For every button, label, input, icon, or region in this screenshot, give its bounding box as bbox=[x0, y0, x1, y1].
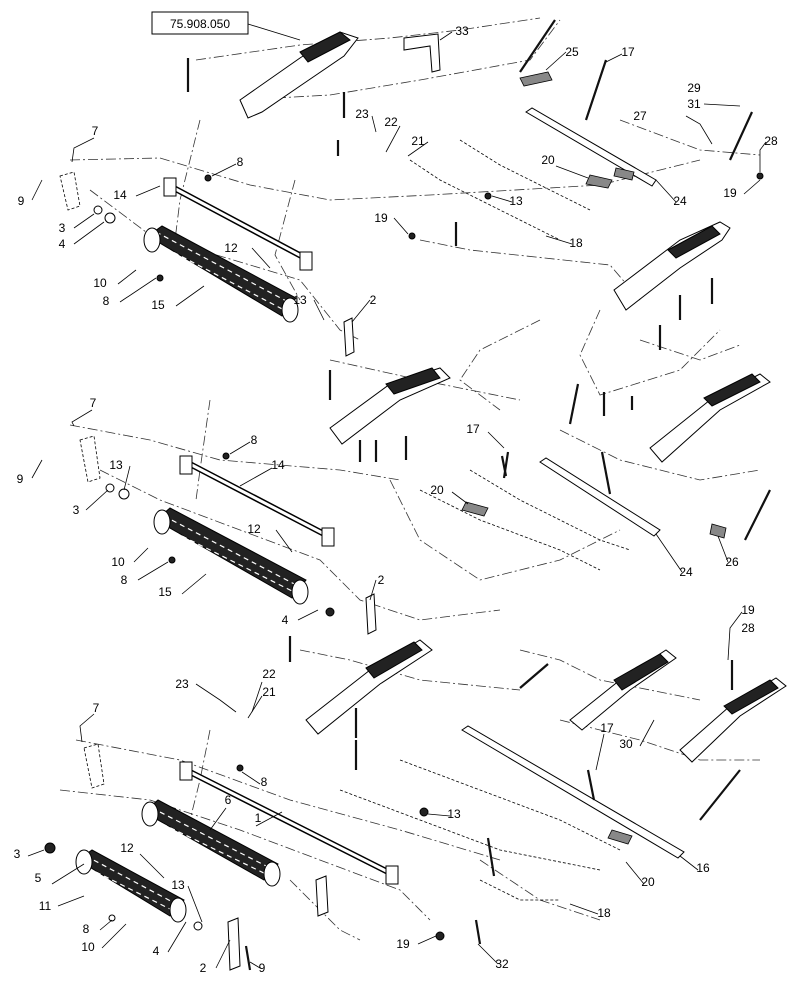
roller-bottom-long bbox=[141, 799, 281, 887]
callout-number: 8 bbox=[251, 433, 258, 447]
callout-number: 22 bbox=[262, 667, 276, 681]
frame-arm-middle-left bbox=[328, 367, 451, 462]
side-plate-middle bbox=[365, 593, 377, 635]
callout-number: 14 bbox=[113, 188, 127, 202]
callout-number: 4 bbox=[282, 613, 289, 627]
frame-arm-middle-right bbox=[568, 373, 771, 541]
callout-number: 8 bbox=[261, 775, 268, 789]
callout-number: 31 bbox=[687, 97, 701, 111]
callout-number: 14 bbox=[271, 458, 285, 472]
callout-number: 11 bbox=[39, 899, 52, 913]
callout-number: 13 bbox=[447, 807, 461, 821]
callout-number: 18 bbox=[597, 906, 611, 920]
callout-number: 26 bbox=[725, 555, 739, 569]
roller-shaft-top bbox=[163, 177, 313, 271]
roller-shaft-bottom bbox=[179, 761, 399, 885]
callout-number: 15 bbox=[158, 585, 172, 599]
callout-number: 2 bbox=[378, 573, 385, 587]
frame-arm-bottom-right-1 bbox=[569, 649, 677, 731]
callout-number: 1 bbox=[255, 811, 262, 825]
side-plate-bottom bbox=[227, 917, 241, 971]
callout-number: 21 bbox=[411, 134, 425, 148]
frame-arm-bottom-right-2 bbox=[679, 660, 787, 821]
callout-number: 22 bbox=[384, 115, 398, 129]
callout-number: 17 bbox=[621, 45, 635, 59]
callout-number: 7 bbox=[90, 396, 97, 410]
callout-number: 4 bbox=[59, 237, 66, 251]
callout-number: 12 bbox=[120, 841, 134, 855]
callout-number: 19 bbox=[723, 186, 737, 200]
roller-shaft-middle bbox=[179, 455, 335, 547]
callout-number: 17 bbox=[466, 422, 480, 436]
callout-number: 24 bbox=[679, 565, 693, 579]
callout-number: 3 bbox=[73, 503, 80, 517]
callout-number: 3 bbox=[59, 221, 66, 235]
callout-number: 28 bbox=[764, 134, 778, 148]
callout-leaders bbox=[27, 31, 767, 969]
callout-number: 25 bbox=[565, 45, 579, 59]
callout-number: 8 bbox=[121, 573, 128, 587]
callout-number: 23 bbox=[355, 107, 369, 121]
callout-number: 24 bbox=[673, 194, 687, 208]
callout-number: 18 bbox=[569, 236, 583, 250]
callout-number: 12 bbox=[224, 241, 238, 255]
callout-number: 19 bbox=[374, 211, 388, 225]
callout-number: 19 bbox=[396, 937, 410, 951]
support-bar-bottom bbox=[461, 725, 685, 859]
callout-number: 28 bbox=[741, 621, 755, 635]
callout-number: 3 bbox=[14, 847, 21, 861]
roller-top bbox=[143, 225, 299, 323]
reference-box: 75.908.050 bbox=[151, 11, 301, 41]
callout-number: 9 bbox=[17, 472, 24, 486]
callout-number: 30 bbox=[619, 737, 633, 751]
callout-number: 27 bbox=[633, 109, 647, 123]
roller-bottom-short bbox=[75, 849, 187, 923]
top-section bbox=[59, 17, 764, 411]
callout-number: 20 bbox=[641, 875, 655, 889]
callout-number: 2 bbox=[200, 961, 207, 975]
callout-number: 20 bbox=[430, 483, 444, 497]
callout-number: 8 bbox=[237, 155, 244, 169]
callout-number: 17 bbox=[600, 721, 614, 735]
callout-number: 13 bbox=[293, 293, 307, 307]
callout-number: 8 bbox=[83, 922, 90, 936]
callout-number: 23 bbox=[175, 677, 189, 691]
support-bar-middle bbox=[539, 457, 661, 537]
callout-number: 9 bbox=[18, 194, 25, 208]
callout-number: 12 bbox=[247, 522, 261, 536]
callout-number: 33 bbox=[455, 24, 469, 38]
callout-number: 21 bbox=[262, 685, 276, 699]
callout-number: 10 bbox=[93, 276, 107, 290]
callout-number: 7 bbox=[93, 701, 100, 715]
callout-number: 10 bbox=[111, 555, 125, 569]
callout-number: 4 bbox=[153, 944, 160, 958]
frame-arm-bottom-left bbox=[305, 639, 433, 770]
roller-middle bbox=[153, 507, 309, 605]
callout-number: 20 bbox=[541, 153, 555, 167]
callout-number: 19 bbox=[741, 603, 755, 617]
callout-number: 16 bbox=[696, 861, 710, 875]
callout-number: 32 bbox=[495, 957, 509, 971]
callout-number: 6 bbox=[225, 793, 232, 807]
frame-arm-right-upper bbox=[613, 221, 731, 350]
callout-number: 10 bbox=[81, 940, 95, 954]
callout-number: 13 bbox=[109, 458, 123, 472]
callout-number: 7 bbox=[92, 124, 99, 138]
reference-box-label: 75.908.050 bbox=[170, 17, 230, 31]
callout-number: 8 bbox=[103, 294, 110, 308]
callout-number: 15 bbox=[151, 298, 165, 312]
callout-number: 2 bbox=[370, 293, 377, 307]
side-plate-top bbox=[343, 317, 355, 357]
bottom-section bbox=[44, 639, 787, 971]
callout-number: 29 bbox=[687, 81, 701, 95]
callout-number: 5 bbox=[35, 871, 42, 885]
callout-number: 13 bbox=[171, 878, 185, 892]
frame-arm-top bbox=[186, 31, 359, 119]
callout-number: 13 bbox=[509, 194, 523, 208]
callout-number: 9 bbox=[259, 961, 266, 975]
middle-section bbox=[69, 359, 771, 662]
bracket-part bbox=[403, 33, 441, 73]
